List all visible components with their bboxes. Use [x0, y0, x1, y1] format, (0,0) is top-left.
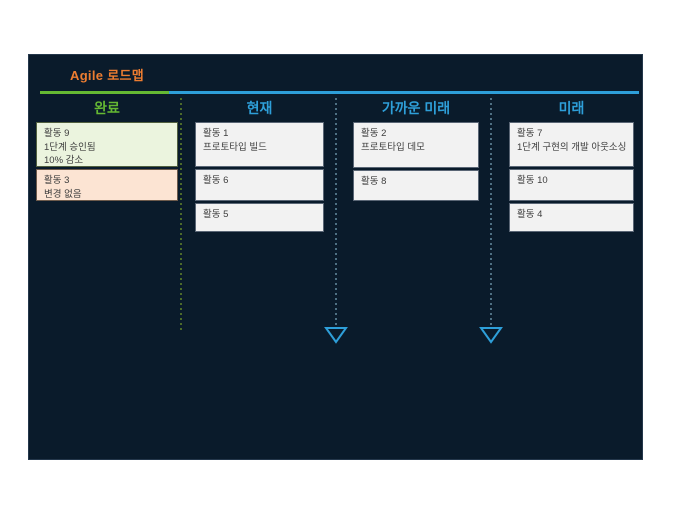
activity-card[interactable]: 활동 4: [509, 203, 634, 232]
activity-title: 활동 7: [517, 128, 543, 139]
timeline-arrow-icon: [324, 327, 348, 344]
activity-detail: 1단계 구현의 개발 아웃소싱: [517, 141, 626, 153]
column-current: 활동 1 프로토타입 빌드 활동 6 활동 5: [195, 122, 324, 232]
activity-card[interactable]: 활동 3 변경 없음: [36, 169, 178, 201]
column-future: 활동 7 1단계 구현의 개발 아웃소싱 활동 10 활동 4: [509, 122, 634, 232]
activity-card[interactable]: 활동 8: [353, 170, 479, 201]
activity-title: 활동 8: [361, 176, 387, 187]
activity-title: 활동 10: [517, 175, 548, 186]
column-header-near-future: 가까운 미래: [381, 100, 451, 116]
divider-nearfuture-future: [490, 98, 492, 326]
activity-title: 활동 3: [44, 175, 70, 186]
activity-card[interactable]: 활동 10: [509, 169, 634, 201]
roadmap-canvas: Agile 로드맵 완료 현재 가까운 미래 미래 활동 9 1단계 승인됨 1…: [28, 54, 643, 460]
activity-card[interactable]: 활동 1 프로토타입 빌드: [195, 122, 324, 167]
activity-title: 활동 2: [361, 128, 387, 139]
column-header-future: 미래: [558, 100, 585, 116]
divider-complete-current: [180, 98, 182, 331]
activity-title: 활동 9: [44, 128, 70, 139]
timeline-underline: [169, 91, 639, 94]
activity-detail: 1단계 승인됨: [44, 141, 96, 153]
column-header-current: 현재: [246, 100, 273, 116]
column-complete: 활동 9 1단계 승인됨 10% 감소 활동 3 변경 없음: [36, 122, 178, 201]
activity-detail: 10% 감소: [44, 155, 84, 166]
divider-current-nearfuture: [335, 98, 337, 326]
activity-title: 활동 6: [203, 175, 229, 186]
complete-column-underline: [40, 91, 170, 94]
timeline-arrow-icon: [479, 327, 503, 344]
activity-title: 활동 1: [203, 128, 229, 139]
activity-detail: 프로토타입 데모: [361, 141, 425, 153]
column-near-future: 활동 2 프로토타입 데모 활동 8: [353, 122, 479, 201]
activity-title: 활동 4: [517, 209, 543, 220]
activity-title: 활동 5: [203, 209, 229, 220]
activity-card[interactable]: 활동 6: [195, 169, 324, 201]
activity-card[interactable]: 활동 7 1단계 구현의 개발 아웃소싱: [509, 122, 634, 167]
activity-detail: 프로토타입 빌드: [203, 141, 267, 153]
activity-detail: 변경 없음: [44, 188, 82, 200]
column-header-complete: 완료: [94, 100, 120, 116]
page-title: Agile 로드맵: [70, 68, 144, 83]
activity-card[interactable]: 활동 9 1단계 승인됨 10% 감소: [36, 122, 178, 167]
activity-card[interactable]: 활동 2 프로토타입 데모: [353, 122, 479, 168]
activity-card[interactable]: 활동 5: [195, 203, 324, 232]
